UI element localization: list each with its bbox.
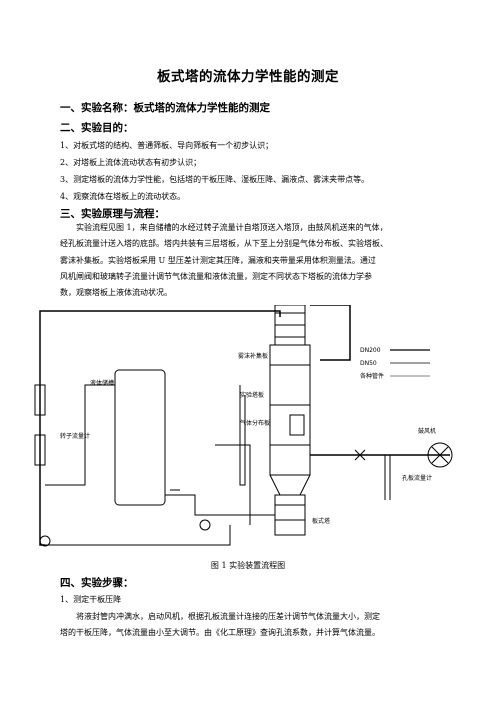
label-rotameter: 转子流量计 <box>60 432 90 440</box>
principle-paragraph: 实验流程见图 1，来自储槽的水经过转子流量计自塔顶送入塔顶，由鼓风机送来的气体，… <box>60 220 436 301</box>
objective-item: 2、对塔板上流体流动状态有初步认识； <box>60 158 202 167</box>
label-blower: 鼓风机 <box>418 427 436 435</box>
step-line: 将液封管内冲满水，启动风机，根据孔板流量计连接的压差计调节气体流量大小，测定 <box>76 612 380 621</box>
water-feed-pipe <box>39 310 281 515</box>
section-heading-principle: 三、实验原理与流程： <box>60 208 165 220</box>
process-flow-diagram: 雾沫补集板 实验塔板 气体分布板 液体储槽 转子流量计 鼓风机 孔板流量计 板式… <box>30 304 470 555</box>
label-column: 板式塔 <box>312 517 330 525</box>
legend-dn200: DN200 <box>360 347 381 354</box>
label-test-plate: 实验塔板 <box>240 391 264 399</box>
flow-diagram-svg: 雾沫补集板 实验塔板 气体分布板 液体储槽 转子流量计 鼓风机 孔板流量计 板式… <box>34 304 453 547</box>
blower-symbol <box>427 442 453 468</box>
label-gas-dist-plate: 气体分布板 <box>240 419 270 427</box>
plate-column-body <box>269 344 311 476</box>
label-orifice-meter: 孔板流量计 <box>402 474 432 482</box>
principle-line: 实验流程见图 1，来自储槽的水经过转子流量计自塔顶送入塔顶，由鼓风机送来的气体， <box>76 223 388 232</box>
section-heading-objective: 二、实验目的： <box>60 122 134 134</box>
objective-item: 1、对板式塔的结构、普通筛板、导向筛板有一个初步认识； <box>60 141 274 150</box>
rotameter-left <box>34 384 46 416</box>
label-liquid-tank: 液体储槽 <box>90 379 114 387</box>
liquid-tank <box>114 369 166 506</box>
legend-fittings: 各种管件 <box>360 372 384 380</box>
section-heading-name: 一、实验名称：板式塔的流体力学性能的测定 <box>60 102 270 114</box>
principle-line: 经孔板流量计送入塔的底部。塔内共装有三层塔板，从下至上分别是气体分布板、实验塔板… <box>60 239 388 249</box>
step-paragraph: 将液封管内冲满水，启动风机，根据孔板流量计连接的压差计调节气体流量大小，测定 塔… <box>60 609 436 642</box>
legend-dn50: DN50 <box>360 360 377 367</box>
objective-item: 3、测定塔板的流体力学性能，包括塔的干板压降、湿板压降、漏液点、雾沫夹带点等。 <box>60 175 370 184</box>
step-line: 塔的干板压降，气体流量由小至大调节。由《化工原理》查询孔流系数，并计算气体流量。 <box>60 628 380 638</box>
principle-line: 雾沫补集板。实验塔板采用 U 型压差计测定其压降，漏液和夹带量采用体积测量法。通… <box>60 255 376 265</box>
label-mist-plate: 雾沫补集板 <box>238 352 268 360</box>
objective-item: 4、观察流体在塔板上的流动状态。 <box>60 192 186 201</box>
principle-line: 风机闸阀和玻璃转子流量计调节气体流量和液体流量，测定不同状态下塔板的流体力学参 <box>60 271 372 281</box>
section-heading-steps: 四、实验步骤： <box>60 577 134 589</box>
figure-caption: 图 1 实验装置流程图 <box>210 561 286 570</box>
document-title: 板式塔的流体力学性能的测定 <box>157 69 339 85</box>
principle-line: 数，观察塔板上液体流动状况。 <box>60 288 172 298</box>
step-title: 1、测定干板压降 <box>60 595 122 604</box>
